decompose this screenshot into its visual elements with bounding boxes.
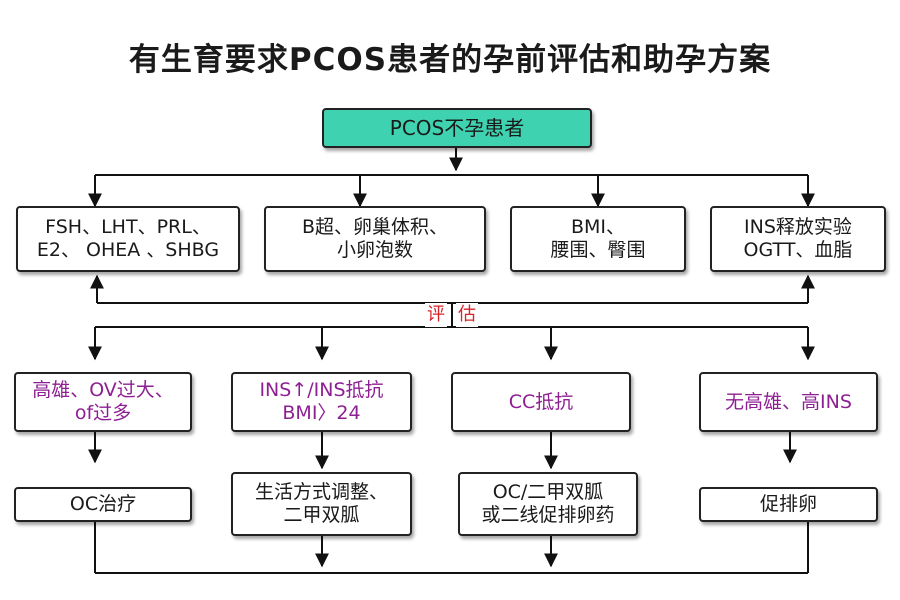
eval-box-ultrasound: B超、卵巢体积、 小卵泡数 [264, 206, 486, 272]
eval-box-line: INS释放实验 [744, 216, 852, 238]
condition-box-insulin-resistance: INS↑/INS抵抗 BMI〉24 [231, 372, 412, 432]
evaluation-label-left: 评 [425, 303, 447, 327]
treatment-line: 或二线促排卵药 [481, 504, 615, 526]
eval-box-bmi: BMI、 腰围、臀围 [510, 206, 686, 272]
condition-line: 高雄、OV过大、 [32, 379, 174, 401]
treatment-box-oc-metformin: OC/二甲双胍 或二线促排卵药 [458, 472, 638, 536]
root-node-label: PCOS不孕患者 [389, 115, 525, 140]
eval-box-line: B超、卵巢体积、 [301, 216, 449, 238]
condition-line: BMI〉24 [282, 402, 361, 424]
treatment-line: 二甲双胍 [283, 504, 360, 526]
eval-box-line: E2、 OHEA 、SHBG [36, 239, 220, 261]
treatment-line: 促排卵 [759, 493, 817, 515]
treatment-line: 生活方式调整、 [254, 481, 388, 503]
eval-box-line: BMI、 [570, 216, 626, 238]
eval-box-line: 腰围、臀围 [550, 239, 646, 261]
condition-box-no-hyperandrogen: 无高雄、高INS [699, 372, 878, 432]
eval-box-line: OGTT、血脂 [743, 239, 853, 261]
eval-box-line: 小卵泡数 [336, 239, 413, 261]
evaluation-label-right: 估 [456, 303, 478, 327]
treatment-box-lifestyle: 生活方式调整、 二甲双胍 [231, 472, 412, 536]
treatment-line: OC/二甲双胍 [492, 481, 604, 503]
treatment-box-oc: OC治疗 [14, 487, 192, 522]
diagram-title: 有生育要求PCOS患者的孕前评估和助孕方案 [128, 42, 772, 78]
treatment-box-ovulation-induction: 促排卵 [699, 487, 878, 522]
eval-box-line: FSH、LHT、PRL、 [45, 216, 211, 238]
condition-line: of过多 [74, 402, 132, 424]
eval-box-hormones: FSH、LHT、PRL、 E2、 OHEA 、SHBG [16, 206, 240, 272]
condition-box-cc-resistance: CC抵抗 [451, 372, 631, 432]
root-node: PCOS不孕患者 [322, 108, 592, 148]
eval-box-insulin: INS释放实验 OGTT、血脂 [710, 206, 886, 272]
treatment-line: OC治疗 [69, 493, 137, 515]
condition-line: CC抵抗 [508, 390, 574, 413]
condition-line: INS↑/INS抵抗 [259, 379, 384, 401]
condition-box-hyperandrogen: 高雄、OV过大、 of过多 [14, 372, 192, 432]
condition-line: 无高雄、高INS [725, 390, 852, 413]
